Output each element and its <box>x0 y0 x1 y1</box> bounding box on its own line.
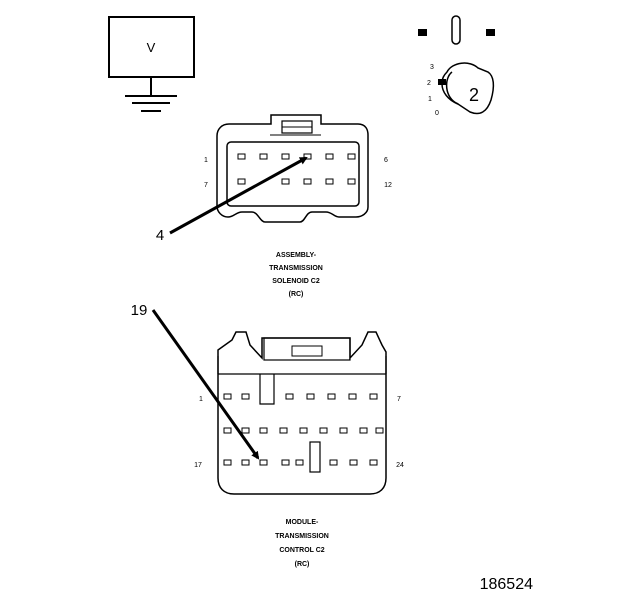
voltmeter-symbol: V <box>108 16 195 112</box>
module-pin-cavity <box>223 427 232 434</box>
solenoid-pin-label-12: 12 <box>384 182 392 189</box>
callout-19: 19 <box>131 302 260 460</box>
module-pin-label-17: 17 <box>194 462 202 469</box>
solenoid-pin-cavity <box>325 178 334 185</box>
callout-4-label: 4 <box>156 227 164 244</box>
module-pin-cavity <box>375 427 384 434</box>
solenoid-caption: ASSEMBLY- TRANSMISSION SOLENOID C2 (RC) <box>269 252 323 298</box>
solenoid-caption-line-2: TRANSMISSION <box>269 265 323 272</box>
solenoid-pin-cavity <box>303 178 312 185</box>
solenoid-pin-cavity <box>259 153 268 160</box>
module-caption: MODULE- TRANSMISSION CONTROL C2 (RC) <box>275 519 329 568</box>
key-position-0: 0 <box>435 110 439 117</box>
module-pin-cavity <box>223 393 232 400</box>
module-pin-label-7: 7 <box>397 396 401 403</box>
module-caption-line-3: CONTROL C2 <box>279 547 324 554</box>
ignition-key-icon: 3 2 1 0 2 <box>418 15 495 117</box>
module-pin-cavity <box>281 459 290 466</box>
module-pin-cavity <box>369 459 378 466</box>
solenoid-pin-cavity <box>325 153 334 160</box>
solenoid-pin-label-1: 1 <box>204 157 208 164</box>
module-pin-label-1: 1 <box>199 396 203 403</box>
module-pin-cavity <box>369 393 378 400</box>
solenoid-caption-line-1: ASSEMBLY- <box>276 252 317 259</box>
module-pin-cavity <box>295 459 304 466</box>
callout-4: 4 <box>156 156 308 244</box>
solenoid-pin-cavity <box>281 178 290 185</box>
module-pin-label-24: 24 <box>396 462 404 469</box>
ground-icon <box>125 95 177 112</box>
key-position-3: 3 <box>430 64 434 71</box>
module-caption-line-2: TRANSMISSION <box>275 533 329 540</box>
module-pin-cavity <box>241 459 250 466</box>
module-pin-cavity <box>327 393 336 400</box>
module-caption-line-1: MODULE- <box>286 519 319 526</box>
solenoid-pin-label-6: 6 <box>384 157 388 164</box>
key-selected-position: 2 <box>469 85 479 105</box>
module-pin-cavity <box>359 427 368 434</box>
module-pin-cavity <box>241 393 250 400</box>
module-pin-cavity <box>348 393 357 400</box>
key-position-1: 1 <box>428 96 432 103</box>
module-pin-cavity <box>259 459 268 466</box>
solenoid-caption-line-4: (RC) <box>289 291 304 298</box>
module-pin-cavity <box>223 459 232 466</box>
module-pin-cavity <box>319 427 328 434</box>
voltmeter-label: V <box>147 40 156 55</box>
solenoid-pin-cavity <box>237 178 246 185</box>
module-pin-cavity <box>349 459 358 466</box>
connector-solenoid-c2: 1 6 7 12 <box>204 114 392 223</box>
solenoid-pin-label-7: 7 <box>204 182 208 189</box>
solenoid-pin-cavity <box>347 153 356 160</box>
module-pin-cavity <box>339 427 348 434</box>
key-position-2: 2 <box>427 80 431 87</box>
solenoid-pin-cavity <box>281 153 290 160</box>
figure-id: 186524 <box>480 576 533 593</box>
module-pin-cavity <box>279 427 288 434</box>
module-pin-cavity <box>329 459 338 466</box>
solenoid-pin-cavity <box>347 178 356 185</box>
solenoid-caption-line-3: SOLENOID C2 <box>272 278 320 285</box>
module-caption-line-4: (RC) <box>295 561 310 568</box>
module-pin-cavity <box>241 427 250 434</box>
module-pin-cavity <box>299 427 308 434</box>
connector-module-c2: 1 7 17 24 <box>194 331 404 495</box>
solenoid-pin-cavity <box>237 153 246 160</box>
callout-19-label: 19 <box>131 302 148 319</box>
module-pin-cavity <box>285 393 294 400</box>
module-pin-cavity <box>259 427 268 434</box>
module-pin-cavity <box>306 393 315 400</box>
